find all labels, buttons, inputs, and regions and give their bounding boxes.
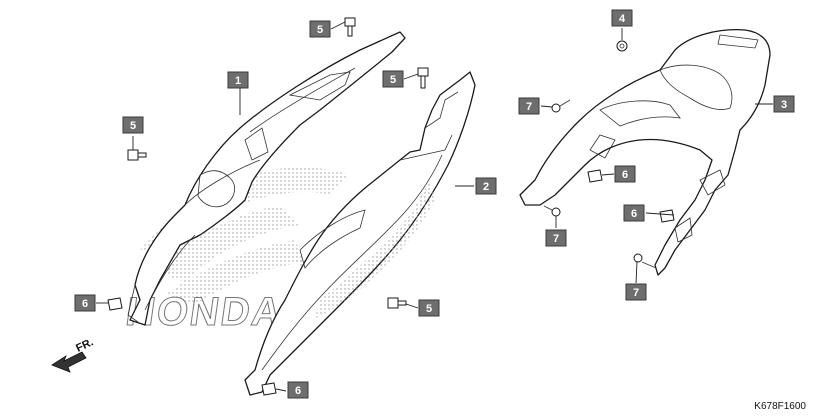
clip-6c-icon <box>587 169 603 183</box>
svg-text:1: 1 <box>235 75 241 87</box>
screw-7b-icon <box>543 205 561 217</box>
svg-text:5: 5 <box>390 74 396 86</box>
callout-7b: 7 <box>545 229 567 247</box>
screw-7a-icon <box>551 99 571 113</box>
callout-6c: 6 <box>614 165 636 183</box>
callout-6a: 6 <box>74 294 96 312</box>
svg-text:7: 7 <box>526 101 532 113</box>
callout-6d: 6 <box>623 204 645 222</box>
diagram-reference-code: K678F1600 <box>754 401 806 412</box>
svg-text:5: 5 <box>130 120 136 132</box>
svg-text:3: 3 <box>781 99 787 111</box>
svg-text:7: 7 <box>553 233 559 245</box>
svg-text:5: 5 <box>317 24 323 36</box>
callout-5c: 5 <box>122 116 144 134</box>
callout-3: 3 <box>773 95 795 113</box>
bolt-5d-icon <box>387 297 407 309</box>
front-direction-arrow-icon: FR. <box>51 336 95 373</box>
svg-text:5: 5 <box>426 303 432 315</box>
callout-1: 1 <box>227 71 249 89</box>
screw-7c-icon <box>633 253 657 269</box>
grommet-4-icon <box>616 40 628 52</box>
callout-5a: 5 <box>309 20 331 38</box>
part-1-left-side-cover <box>127 31 406 326</box>
clip-6b-icon <box>261 382 277 396</box>
part-3-seat-cowl <box>519 29 771 276</box>
svg-text:4: 4 <box>619 13 626 25</box>
svg-text:6: 6 <box>631 208 637 220</box>
callout-2: 2 <box>475 177 497 195</box>
clip-6a-icon <box>107 297 123 311</box>
callout-7a: 7 <box>518 97 540 115</box>
svg-text:7: 7 <box>633 287 639 299</box>
callout-7c: 7 <box>625 283 647 301</box>
bolt-5c-icon <box>127 149 147 161</box>
clip-6d-icon <box>659 209 675 223</box>
bolt-5b-icon <box>417 67 429 89</box>
bolt-5a-icon <box>344 17 356 37</box>
callout-5d: 5 <box>418 299 440 317</box>
callout-5b: 5 <box>382 70 404 88</box>
svg-text:6: 6 <box>82 298 88 310</box>
callout-6b: 6 <box>287 381 309 399</box>
callout-4: 4 <box>611 9 633 27</box>
svg-text:2: 2 <box>483 181 489 193</box>
part-2-right-side-cover <box>244 71 476 396</box>
svg-text:6: 6 <box>622 169 628 181</box>
direction-label: FR. <box>74 336 95 354</box>
svg-text:6: 6 <box>295 385 301 397</box>
